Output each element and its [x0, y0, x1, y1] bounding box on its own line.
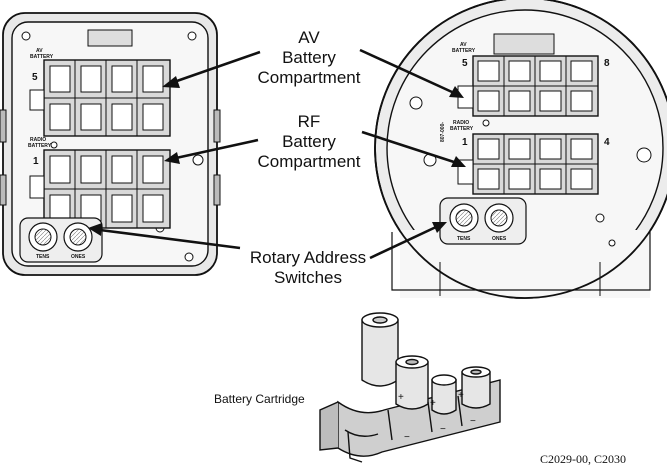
rf-compartment-label: RF Battery Compartment: [254, 112, 364, 172]
figure-code: C2029-00, C2030: [540, 452, 627, 466]
left-rotary-switches: TENS ONES: [19, 217, 103, 263]
left-av-label: AV: [36, 48, 43, 54]
left-dial-ones: ONES: [71, 254, 86, 260]
right-slot-5: 5: [462, 58, 468, 69]
svg-text:+: +: [398, 392, 404, 403]
battery-cartridge-label: Battery Cartridge: [214, 392, 305, 406]
rotary-label-line-1: Rotary Address: [249, 248, 367, 267]
right-av-label-2: BATTERY: [452, 48, 476, 54]
svg-text:+: +: [458, 390, 464, 401]
rotary-label-line-2: Switches: [273, 268, 343, 287]
svg-text:+: +: [430, 398, 436, 409]
right-slot-8: 8: [604, 58, 610, 69]
right-dial-ones: ONES: [492, 236, 507, 242]
av-label-line-2: Battery: [282, 48, 336, 67]
av-label-line-1: AV: [298, 28, 320, 47]
right-dial-tens: TENS: [457, 236, 471, 242]
left-device: AV BATTERY 5 RADIO BATTERY 1 TENS ONES: [0, 12, 221, 276]
left-slot-1: 1: [33, 156, 39, 167]
left-av-label-2: BATTERY: [30, 54, 54, 60]
rf-label-line-2: Battery: [282, 132, 336, 151]
rf-label-line-3: Compartment: [257, 152, 361, 171]
battery-cartridge-illustration: [319, 312, 501, 463]
left-slot-5: 5: [32, 72, 38, 83]
right-rotary-switches: TENS ONES: [439, 197, 527, 245]
av-label-line-3: Compartment: [257, 68, 361, 87]
callout-arrows: [88, 48, 466, 260]
right-slot-1: 1: [462, 137, 468, 148]
cartridge-polarity-marks: + + + − − −: [398, 390, 476, 443]
rotary-switches-label: Rotary Address Switches: [238, 248, 378, 288]
right-rf-label: RADIO: [453, 120, 469, 126]
rf-label-line-1: RF: [297, 112, 321, 131]
av-compartment-label: AV Battery Compartment: [254, 28, 364, 88]
svg-text:−: −: [404, 432, 410, 443]
right-slot-4: 4: [604, 137, 610, 148]
right-device: AV BATTERY 5 8 RADIO BATTERY 1 4 807-000…: [374, 0, 667, 299]
right-part-number: 807-000-: [440, 122, 446, 142]
left-rf-label: RADIO: [30, 137, 46, 143]
right-av-label: AV: [460, 42, 467, 48]
svg-text:−: −: [440, 424, 446, 435]
right-rf-label-2: BATTERY: [450, 126, 474, 132]
left-rf-label-2: BATTERY: [28, 143, 52, 149]
left-dial-tens: TENS: [36, 254, 50, 260]
svg-text:−: −: [470, 416, 476, 427]
